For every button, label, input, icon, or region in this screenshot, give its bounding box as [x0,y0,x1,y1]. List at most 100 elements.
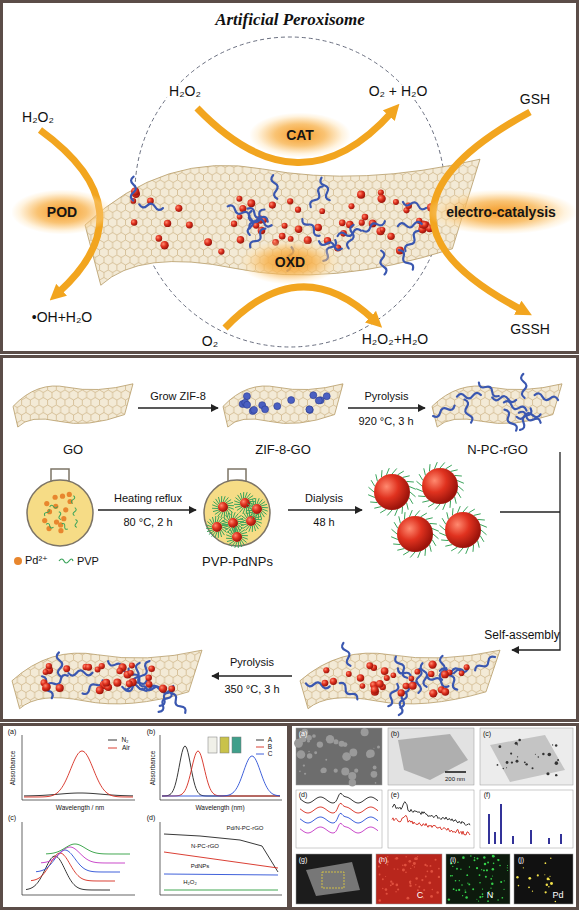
element-signal [465,896,467,898]
activity-glow: OXD [240,240,340,284]
panel-letter: (f) [484,791,491,799]
element-signal [479,882,481,884]
condition-label: 48 h [313,516,334,528]
panel-frame [291,725,578,909]
pd-ion [53,495,58,500]
pd-nanoparticle [126,680,133,687]
pvp-chain [457,480,464,483]
pvp-chain [206,528,212,529]
pvp-chain [237,507,242,510]
pd-nanoparticle [43,683,51,691]
pvp-chain [374,507,381,509]
pvp-chain [226,515,229,520]
pvp-chain [424,468,426,475]
pvp-chain [370,501,377,503]
pd-nanoparticle [380,227,386,233]
ftir-plot [296,790,382,848]
element-signal [409,881,411,883]
pvp-chain [240,493,242,499]
pvp-chain [418,551,421,558]
pvp-chain [220,531,222,537]
data-curve [162,751,280,796]
pd-nanoparticle [428,671,434,677]
element-signal [412,865,413,866]
legend-text: PVP [77,555,99,567]
element-signal [395,857,398,860]
pvp-chain [439,525,445,530]
pvp-chain [466,547,469,554]
panel-letter: (d) [299,791,308,799]
pvp-chain [238,542,239,548]
pvp-chain [240,541,242,547]
legend-line [108,748,117,749]
element-signal [462,895,463,896]
sem-texture [321,767,327,773]
carbon-nanotube [518,410,542,425]
pd-nanoparticle [319,208,325,214]
element-signal [470,855,472,857]
sem-image [296,854,372,904]
pd-nanoparticle [442,688,450,696]
zif8-crystal [315,397,322,404]
pvp-chain [386,468,389,475]
species-label: H₂O₂+H₂O [360,332,430,347]
element-signal [430,865,432,867]
element-signal [402,869,405,872]
carbon-nanotube [247,211,254,235]
sem-texture [348,772,356,780]
pvp-chain [409,510,412,517]
pvp-chain [226,500,231,503]
graphene-lattice [85,159,480,285]
graphene-sheet [12,650,202,709]
pvp-chain [244,513,247,518]
condition-label: 80 °C, 2 h [123,516,172,528]
element-signal [537,874,539,876]
pd-nanoparticle [374,474,410,510]
process-arrow [348,407,425,408]
sem-texture [308,751,309,752]
sem-texture [303,764,305,766]
zif8-crystal [306,406,313,413]
condition-label: 350 °C, 3 h [224,683,279,695]
sem-texture [299,771,301,773]
pd-nanoparticle [156,235,163,242]
sem-texture [342,752,351,761]
carbon-nanotube [248,215,272,227]
carbon-nanotube [319,177,332,201]
pd-nanoparticle [330,678,337,685]
carbon-nanotube [386,683,400,707]
sample-vial [208,737,217,753]
carbon-nanotube [139,202,163,211]
data-curve [31,853,115,881]
eds-peak [548,838,550,844]
element-signal [405,872,407,874]
graphene-sheet [432,384,562,427]
pd-nanoparticle [371,686,379,694]
carbon-nanotube [346,224,356,249]
pd-nanoparticle [159,685,167,693]
element-signal [468,883,470,885]
pvp-sample [59,559,73,563]
pvp-chain [391,529,397,534]
chart-axis [22,735,135,800]
pd-nanoparticle [295,225,303,233]
pd-nanoparticle [148,665,155,672]
pd-ion [44,501,49,506]
element-signal [438,868,440,870]
element-signal [486,869,488,871]
legend-line [108,740,117,741]
sem-texture [294,739,303,748]
pd-particle [503,768,504,769]
pd-nanoparticle [282,223,288,229]
element-signal [458,889,460,891]
pvp-chain [434,462,437,469]
pvp-chain [415,510,420,516]
pvp-chain [407,481,414,483]
element-signal [482,888,483,889]
pd-nanoparticle [397,516,433,552]
pvp-chain [45,523,54,529]
pvp-chain [432,540,436,546]
pvp-chain [240,530,245,533]
pvp-chain [371,480,375,486]
pd-nanoparticle [381,667,389,675]
